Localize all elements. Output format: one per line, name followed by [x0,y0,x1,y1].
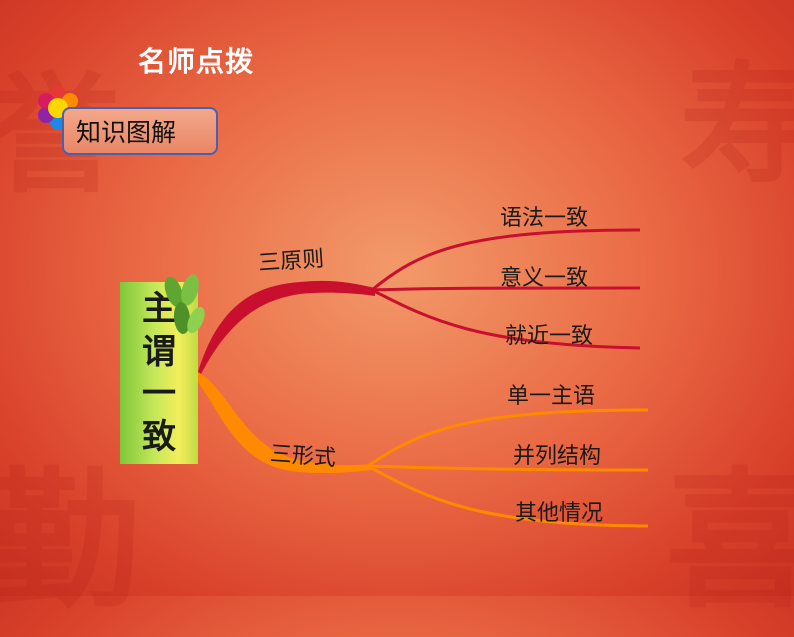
leaf-connector-2-1 [367,408,649,468]
slide-title: 名师点拨 [138,45,255,78]
leaf-label: 单一主语 [507,384,596,409]
mindmap-connectors [198,228,649,528]
branch-connector-1 [198,280,375,380]
leaf-label: 意义一致 [500,266,589,291]
section-heading-label: 知识图解 [76,118,177,147]
branch-label: 三原则 [257,246,325,277]
leaf-connector-2-3 [367,464,649,528]
leaf-connector-1-3 [371,288,641,350]
leaf-decoration-icon [164,274,205,334]
center-node-char: 致 [142,416,176,457]
branch-label: 三形式 [269,441,337,472]
leaf-connector-1-2 [371,286,641,292]
leaf-label: 语法一致 [500,206,589,231]
leaf-label: 并列结构 [513,444,602,469]
background-seal-top-right: 寿 [680,48,794,201]
branch-connector-2 [198,372,372,474]
leaf-connector-1-1 [371,228,641,292]
leaf-connector-2-2 [367,464,649,472]
center-node-char: 谓 [142,331,176,372]
center-node-char: 一 [142,374,176,415]
leaf-label: 就近一致 [505,324,594,349]
section-heading-box: 知识图解 [62,107,218,155]
leaf-label: 其他情况 [515,501,604,526]
